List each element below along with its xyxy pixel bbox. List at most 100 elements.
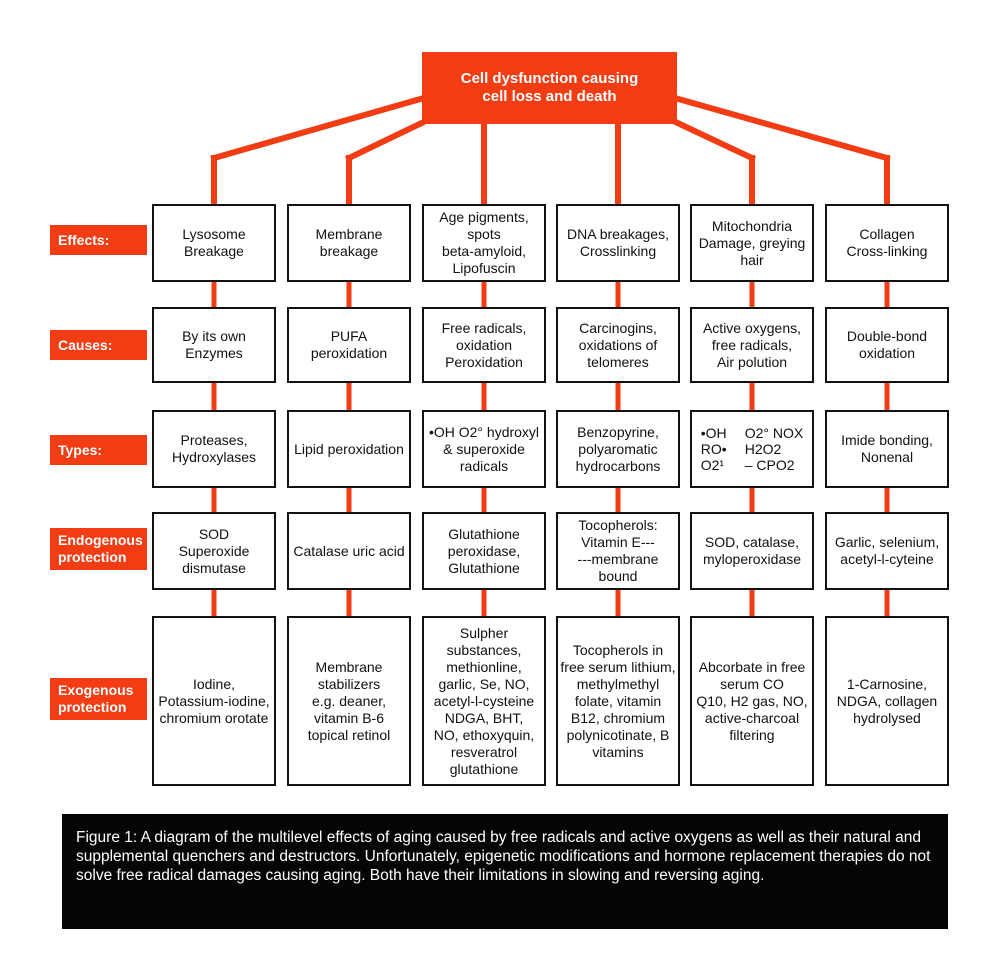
cell-text-line: bound bbox=[598, 568, 638, 584]
row-label-effects: Effects: bbox=[50, 225, 147, 255]
row-label-text: Causes: bbox=[58, 336, 113, 353]
root-line: Cell dysfunction causing bbox=[460, 70, 639, 87]
species-label: H2O2 bbox=[744, 441, 782, 457]
cell-text-line: serum CO bbox=[720, 675, 784, 692]
cell-text-line: dismutase bbox=[182, 559, 246, 576]
cell-text-line: peroxidation bbox=[310, 345, 388, 361]
cell-text-line: Age pigments, bbox=[439, 209, 529, 225]
row-label-text: Exogenous bbox=[58, 682, 134, 698]
cell-endogenous-col6: Garlic, selenium,acetyl-l-cyteine bbox=[825, 512, 949, 590]
cell-text-line: breakage bbox=[319, 243, 379, 259]
cell-text-line: glutathione bbox=[449, 760, 519, 777]
cell-text-line: Cross-linking bbox=[846, 243, 928, 259]
cell-text-line: peroxidase, bbox=[447, 542, 521, 559]
row-label-causes: Causes: bbox=[50, 330, 147, 360]
species-label: – CPO2 bbox=[744, 457, 795, 473]
cell-text-line: methylmethyl bbox=[576, 675, 660, 692]
cell-text-line: beta-amyloid, bbox=[441, 243, 527, 259]
cell-types-col6: Imide bonding,Nonenal bbox=[825, 410, 949, 488]
species-label: O2¹ bbox=[700, 457, 725, 473]
cell-text-line: •OH O2° hydroxyl bbox=[428, 423, 540, 440]
cell-text-line: Tocopherols in bbox=[572, 641, 664, 658]
branch-line bbox=[344, 113, 437, 163]
cell-types-col1: Proteases,Hydroxylases bbox=[152, 410, 276, 488]
cell-text-line: Catalase uric acid bbox=[293, 542, 405, 559]
cell-text-line: chromium orotate bbox=[159, 709, 269, 726]
species-label: RO• bbox=[700, 441, 727, 457]
cell-text-line: stabilizers bbox=[317, 675, 381, 692]
root-node: Cell dysfunction causing cell loss and d… bbox=[422, 52, 677, 124]
branch-line bbox=[671, 94, 891, 162]
cell-text-line: By its own bbox=[182, 328, 246, 344]
cell-text-line: oxidation bbox=[858, 345, 916, 361]
cell-text-line: Potassium-iodine, bbox=[158, 692, 270, 709]
cell-text-line: free radicals, bbox=[711, 336, 793, 353]
cell-text-line: Crosslinking bbox=[579, 243, 657, 259]
cell-text-line: Lipid peroxidation bbox=[294, 440, 404, 457]
cell-text-line: B12, chromium bbox=[570, 709, 666, 726]
cell-text-line: Vitamin E--- bbox=[581, 534, 655, 550]
cell-text-line: telomeres bbox=[587, 353, 649, 370]
cell-text-line: Benzopyrine, bbox=[577, 423, 659, 440]
cell-text-line: Glutathione bbox=[448, 559, 520, 576]
cell-text-line: oxidations of bbox=[578, 336, 658, 353]
cell-text-line: DNA breakages, bbox=[567, 226, 669, 242]
cell-text-line: Iodine, bbox=[192, 675, 236, 692]
cell-effects-col4: DNA breakages,Crosslinking bbox=[556, 204, 680, 282]
cell-text-line: PUFA bbox=[330, 328, 368, 344]
cell-text-line: Enzymes bbox=[185, 345, 243, 361]
row-label-text: protection bbox=[58, 549, 127, 565]
cell-text-line: topical retinol bbox=[307, 726, 391, 743]
cell-text-line: Tocopherols: bbox=[578, 517, 658, 533]
cell-text-line: hydrocarbons bbox=[575, 457, 661, 474]
cell-text-line: Q10, H2 gas, NO, bbox=[696, 692, 808, 709]
cell-text-line: active-charcoal bbox=[704, 709, 800, 726]
cell-text-line: e.g. deaner, bbox=[312, 692, 386, 709]
cell-text-line: Collagen bbox=[859, 226, 915, 242]
figure-caption: Figure 1: A diagram of the multilevel ef… bbox=[62, 814, 948, 929]
cell-text-line: vitamins bbox=[592, 743, 644, 760]
cell-text-line: garlic, Se, NO, bbox=[438, 675, 530, 692]
cell-text-line: acetyl-l-cysteine bbox=[433, 692, 535, 709]
cell-text-line: Membrane bbox=[315, 226, 383, 242]
cell-causes-col5: Active oxygens,free radicals,Air polutio… bbox=[690, 307, 814, 383]
cell-text-line: NO, ethoxyquin, bbox=[433, 726, 535, 743]
cell-text-line: NDGA, collagen bbox=[836, 692, 938, 709]
cell-text-line: filtering bbox=[729, 726, 775, 743]
row-label-types: Types: bbox=[50, 435, 147, 465]
cell-text-line: spots bbox=[467, 226, 501, 242]
cell-endogenous-col5: SOD, catalase,myloperoxidase bbox=[690, 512, 814, 590]
row-label-text: Effects: bbox=[58, 231, 110, 248]
cell-text-line: hydrolysed bbox=[853, 709, 921, 726]
cell-text-line: acetyl-l-cyteine bbox=[840, 551, 934, 567]
cell-text-line: Air polution bbox=[716, 353, 788, 370]
species-label: O2° NOX bbox=[744, 425, 804, 441]
cell-text-line: Lysosome bbox=[182, 226, 246, 242]
cell-text-line: polyaromatic bbox=[578, 440, 658, 457]
cell-text-line: vitamin B-6 bbox=[313, 709, 385, 726]
cell-text-line: hair bbox=[740, 251, 764, 268]
cell-types-col2: Lipid peroxidation bbox=[287, 410, 411, 488]
cell-text-line: resveratrol bbox=[450, 743, 518, 760]
cell-text-line: NDGA, BHT, bbox=[444, 709, 524, 726]
row-label-text: Endogenous bbox=[58, 532, 143, 548]
branch-line bbox=[663, 114, 756, 162]
cell-text-line: Nonenal bbox=[860, 449, 914, 465]
